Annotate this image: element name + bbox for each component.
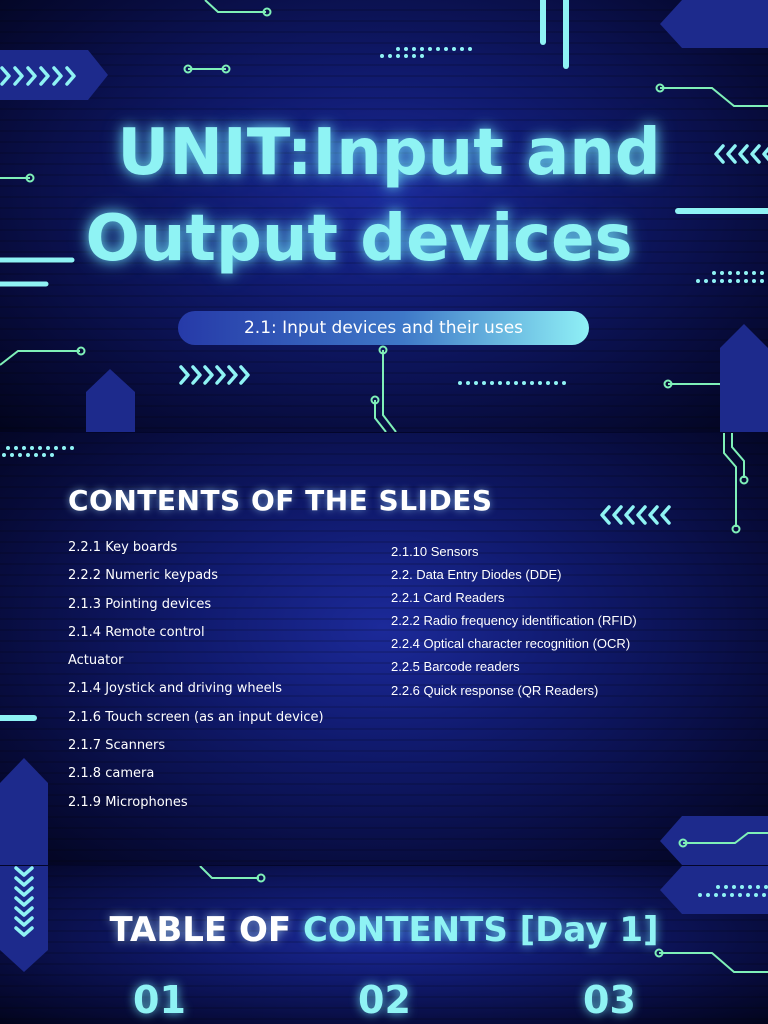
dot-row-top <box>380 47 472 58</box>
title-slide: UNIT:Input and Output devices 2.1: Input… <box>0 0 768 432</box>
chevron-left-icon <box>600 505 671 525</box>
chevron-left-icon <box>714 144 768 164</box>
toc-heading-part1: TABLE OF <box>109 910 303 950</box>
slide-title-line2: Output devices <box>85 202 633 276</box>
list-item: 2.1.3 Pointing devices <box>68 596 212 612</box>
subtitle-pill: 2.1: Input devices and their uses <box>178 311 589 345</box>
list-item: 2.1.8 camera <box>68 766 155 782</box>
slide-title-line1: UNIT:Input and <box>117 116 661 190</box>
list-item: 2.2. Data Entry Diodes (DDE) <box>391 567 562 583</box>
contents-heading: CONTENTS OF THE SLIDES <box>68 484 493 517</box>
toc-number-2: 02 <box>358 978 411 1022</box>
list-item: 2.1.6 Touch screen (as an input device) <box>68 709 324 725</box>
list-item: 2.2.4 Optical character recognition (OCR… <box>391 636 631 652</box>
circuit-decoration <box>0 0 768 432</box>
list-item: 2.1.4 Remote control <box>68 624 205 640</box>
list-item: 2.1.10 Sensors <box>391 544 479 559</box>
chevron-right-icon <box>0 66 76 86</box>
table-of-contents-slide <box>0 866 768 1024</box>
contents-list-left: 2.2.1 Key boards 2.2.2 Numeric keypads 2… <box>68 534 324 817</box>
list-item: Actuator <box>68 653 124 669</box>
list-item: 2.2.1 Key boards <box>68 540 178 555</box>
list-item: 2.1.4 Joystick and driving wheels <box>68 681 282 697</box>
toc-number-3: 03 <box>583 978 636 1022</box>
list-item: 2.1.7 Scanners <box>68 738 166 754</box>
list-item: 2.2.2 Radio frequency identification (RF… <box>391 613 637 629</box>
circuit-decoration <box>0 866 768 973</box>
chevron-panel-left <box>0 50 108 100</box>
list-item: 2.2.5 Barcode readers <box>391 659 520 675</box>
contents-list-right: 2.1.10 Sensors 2.2. Data Entry Diodes (D… <box>391 540 637 702</box>
list-item: 2.1.9 Microphones <box>68 794 188 810</box>
circuit-decoration <box>0 433 768 865</box>
list-item: 2.2.6 Quick response (QR Readers) <box>391 682 599 698</box>
list-item: 2.2.2 Numeric keypads <box>68 568 219 584</box>
chevron-down-icon <box>14 866 34 937</box>
toc-number-1: 01 <box>133 978 186 1022</box>
list-item: 2.2.1 Card Readers <box>391 590 505 606</box>
toc-heading: TABLE OF CONTENTS [Day 1] <box>0 910 768 950</box>
contents-slide <box>0 433 768 865</box>
toc-heading-part2: CONTENTS [Day 1] <box>302 910 659 950</box>
